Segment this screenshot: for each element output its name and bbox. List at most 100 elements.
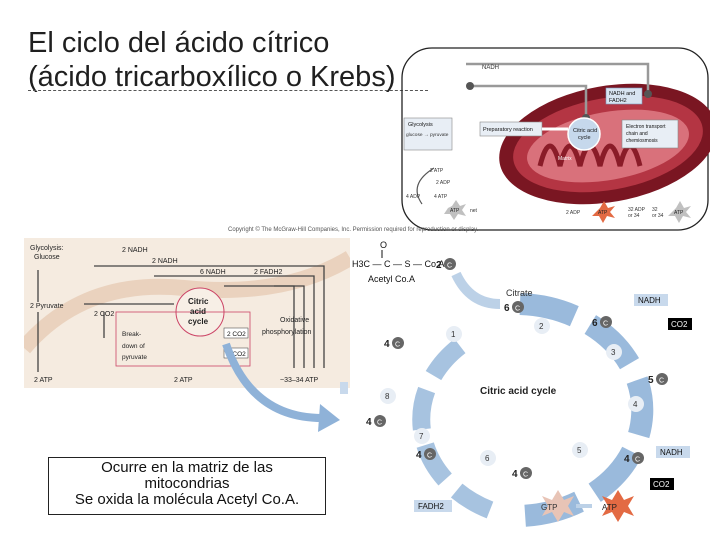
mito-n32-1: 32 [652,207,658,213]
glycolysis-box [403,117,453,151]
nadh-box-1 [634,294,668,306]
co2-box-b [223,327,249,339]
carbon-badge-succinyl: 4 C [624,452,644,465]
note-box: Ocurre en la matriz de las mitocondrias … [48,457,326,515]
mito-atp-e: ATP [674,210,684,216]
mito-n32-2: or 34 [652,213,664,219]
note-line-1: Ocurre en la matriz de las [101,459,273,476]
carbon-icon [512,301,524,313]
mito-prep: Preparatory reaction [483,127,533,133]
mito-citric-cycle [567,117,601,151]
svg-text:C: C [515,306,520,313]
step-5-marker [572,442,588,458]
mito-glycolysis: Glycolysis [408,122,433,128]
glycolysis-atp-arrow [416,167,435,205]
nadh-line [466,62,650,94]
left-atp2a: 2 ATP [34,377,53,384]
svg-text:6: 6 [592,318,598,329]
cycle-ring [509,293,654,528]
left-citric-3: cycle [188,317,209,326]
mito-background-shape [24,251,350,354]
carbon-icon [392,337,404,349]
atp-burst-citric [592,201,615,223]
left-oxid-1: Oxidative [280,317,309,324]
title-line-2: (ácido tricarboxílico o Krebs) [28,61,396,93]
left-co2b: 2 CO2 [227,331,246,338]
step-3-marker [606,344,622,360]
mito-nadh-fadh2-1b: NADH and [609,91,635,97]
nadh-label-1: NADH [638,296,661,305]
step-1-marker [446,326,462,342]
svg-text:C: C [395,342,400,349]
mito-etc-1: Electron transport [626,124,666,130]
step-2: 2 [539,322,544,331]
co2-label-1: CO2 [671,320,688,329]
svg-text:C: C [427,453,432,460]
left-nadh2b: 2 NADH [152,258,178,265]
step-7: 7 [419,432,424,441]
acetyl-entry-arrow [451,271,501,309]
atp-burst-etc [668,201,691,223]
step-3: 3 [611,348,616,357]
note-line-3: Se oxida la molécula Acetyl Co.A. [74,491,300,508]
fadh2-box [414,500,452,512]
cycle-ring-left [412,338,494,519]
zoom-arrow [222,342,340,432]
carbon-icon [444,258,456,270]
title-underline [28,90,428,91]
step-2-marker [534,318,550,334]
left-nadh2a: 2 NADH [122,247,148,254]
step-6-marker [480,450,496,466]
carbon-badge-isocitrate: 6 C [592,316,612,329]
carbon-icon [424,448,436,460]
carbon-icon [520,467,532,479]
fadh2-label: FADH2 [418,502,444,511]
left-fadh2: 2 FADH2 [254,269,283,276]
svg-text:C: C [447,263,452,270]
carbon-badge-fumarate: 4 C [416,448,436,461]
mito-citric-1: Citric acid [573,128,597,134]
left-oxid-2: phosphorylation [262,329,312,336]
mito-adp2b: 2 ADP [566,210,581,216]
mito-atp2: 2 ATP [430,168,444,174]
left-atp3334: ~33–34 ATP [280,377,319,384]
nadh-label-2: NADH [340,384,341,393]
left-nadh6: 6 NADH [200,269,226,276]
left-citric-2: acid [190,307,206,316]
svg-text:6: 6 [504,303,510,314]
cycle-name-label: Citric acid cycle [480,386,557,397]
electron-dot-1 [466,82,474,90]
co2-box-c [223,347,249,359]
mito-adp32-1: 32 ADP [628,207,646,213]
carbon-badge-citrate: 6 C [504,301,524,314]
svg-text:4: 4 [366,417,372,428]
mito-nadh-label: NADH [482,65,499,71]
nadh-fadh2-box [605,87,643,105]
step-7-marker [414,428,430,444]
svg-text:4: 4 [624,454,630,465]
mito-citric-2: cycle [578,135,591,141]
svg-text:C: C [659,378,664,385]
zoom-arrow-head [318,404,340,432]
nadh-box-2 [340,382,348,394]
note-line-2: mitocondrias [144,475,230,492]
step-4-marker [628,396,644,412]
carbon-icon [374,415,386,427]
carbon-icon [656,373,668,385]
left-break-1: Break- [122,331,141,338]
citric-acid-cycle-diagram: O H3C — C — S — Co.A Acetyl Co.A 6 C 2 C… [340,240,692,528]
carbon-icon [600,316,612,328]
atp-burst-glycolysis [444,200,466,220]
gtp-burst [542,490,574,522]
atp-label: ATP [602,503,617,512]
svg-text:2: 2 [436,260,442,271]
left-glucose: Glucose [34,254,60,261]
mito-etc-3: chemiosmosis [626,138,658,144]
step-5: 5 [577,446,582,455]
mito-net: net [470,208,478,214]
nadh-label-3: NADH [660,448,683,457]
svg-text:4: 4 [416,450,422,461]
left-co2a: 2 CO2 [94,311,114,318]
svg-text:4: 4 [512,469,518,480]
left-glycolysis: Glycolysis: [30,245,64,252]
